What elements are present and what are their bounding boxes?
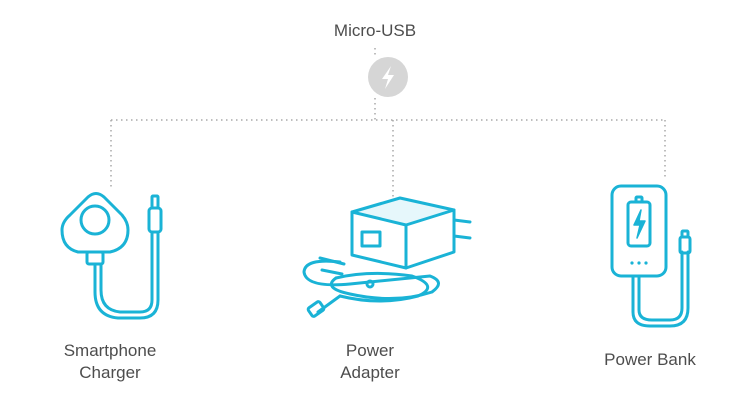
power-adapter-label: Power Adapter	[300, 340, 440, 384]
smartphone-charger-label-line2: Charger	[79, 363, 141, 382]
power-adapter-label-line1: Power	[345, 341, 395, 360]
lightning-bolt-icon	[368, 57, 408, 97]
smartphone-charger-label-line1: Smartphone	[63, 341, 157, 360]
smartphone-charger-icon	[60, 192, 163, 320]
power-adapter-label-line2: Adapter	[340, 363, 400, 382]
micro-usb-label: Micro-USB	[333, 21, 417, 40]
power-bank-label: Power Bank	[604, 350, 696, 369]
power-bank-icon	[610, 184, 692, 328]
power-adapter-icon	[302, 196, 472, 318]
connector-lines	[110, 48, 666, 205]
smartphone-charger-label: Smartphone Charger	[30, 340, 190, 384]
